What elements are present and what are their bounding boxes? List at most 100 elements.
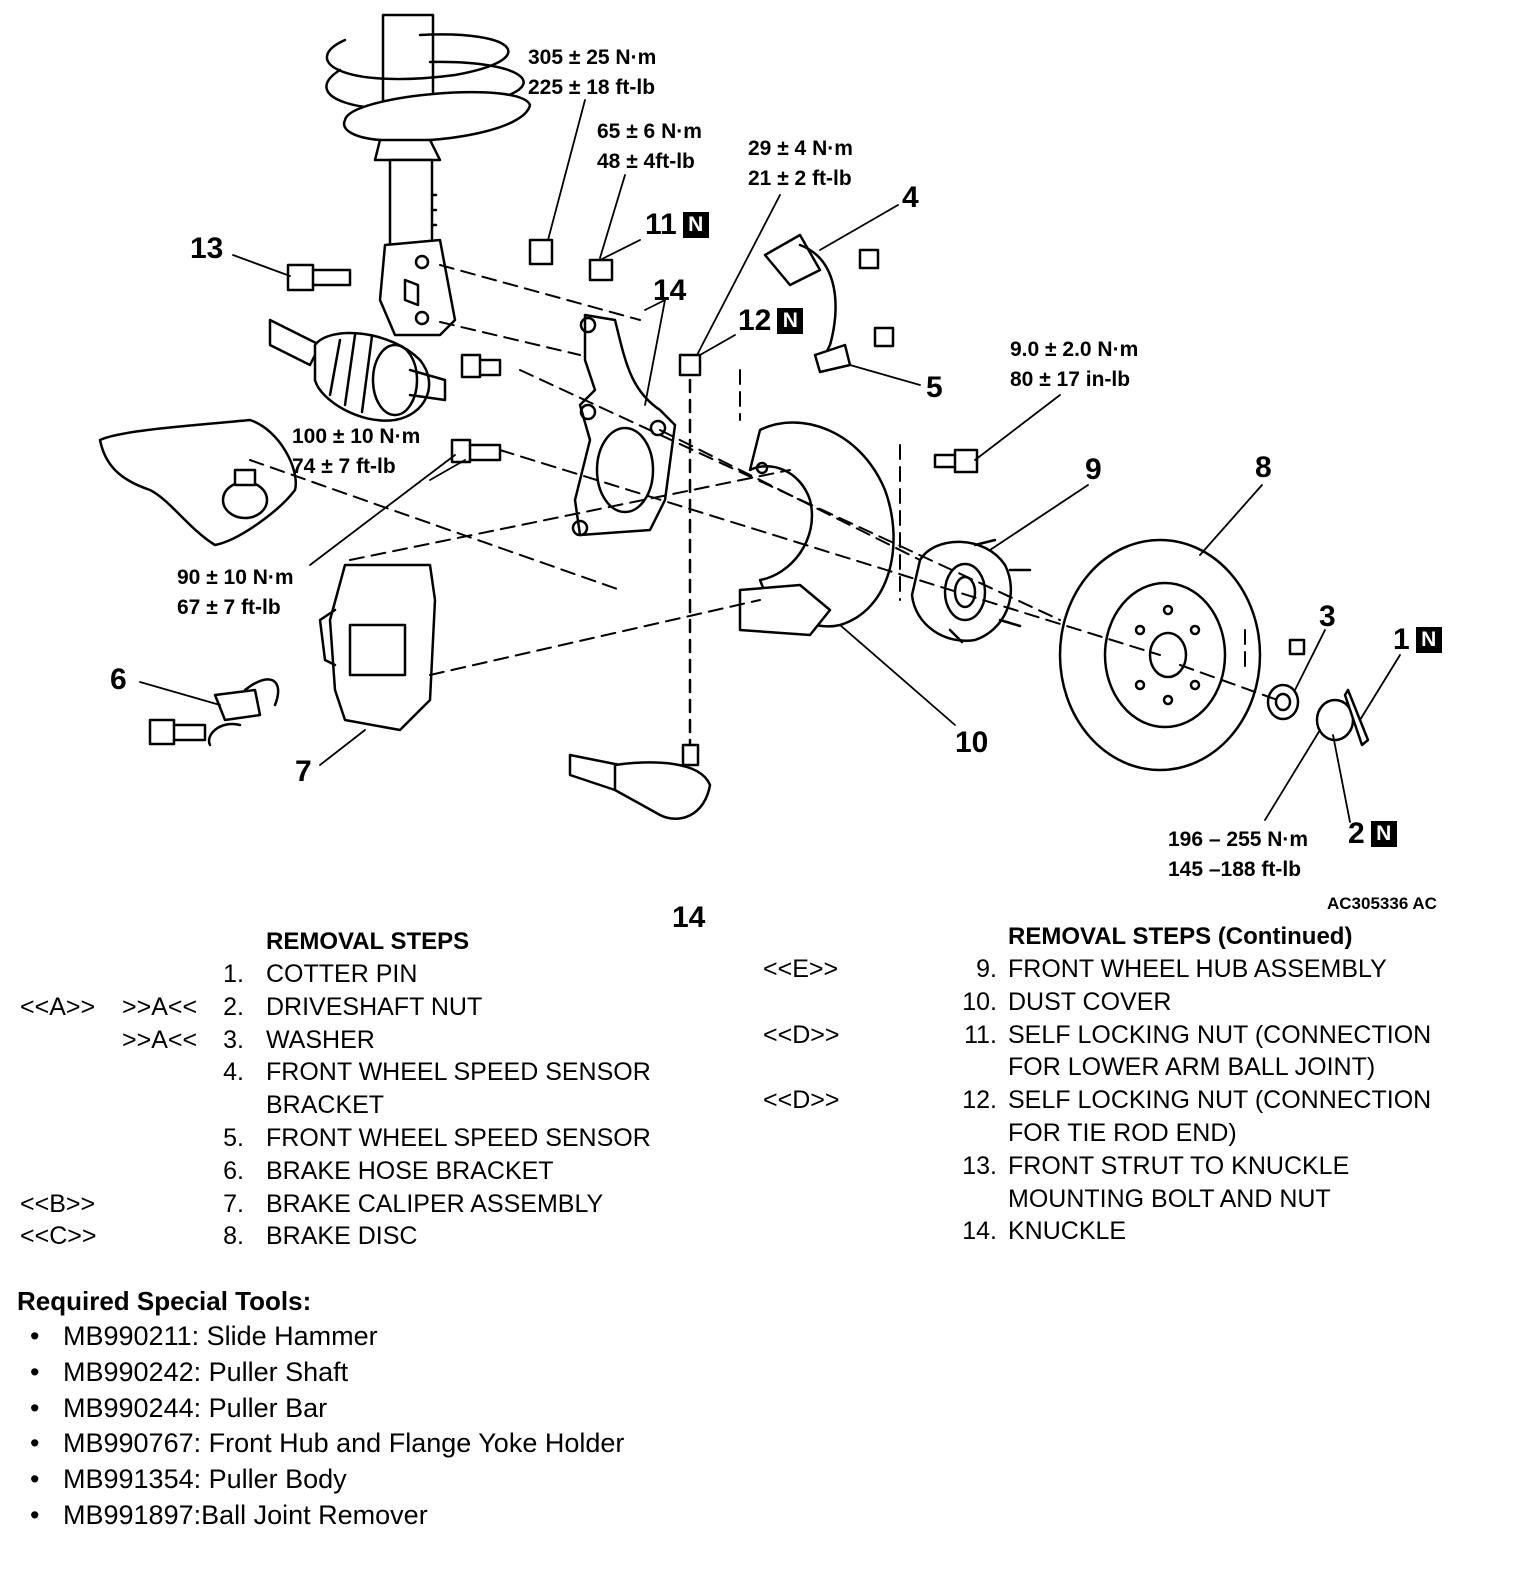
torque-imperial: 74 ± 7 ft-lb: [292, 455, 396, 478]
removal-step-row: 4.FRONT WHEEL SPEED SENSOR: [20, 1056, 720, 1089]
callout-3: 3: [1319, 602, 1336, 632]
torque-metric: 65 ± 6 N·m: [597, 120, 702, 143]
tool-label: MB990211: Slide Hammer: [63, 1321, 378, 1351]
step-install-code: >>A<<: [122, 992, 198, 1021]
step-number: 10.: [962, 987, 997, 1016]
step-text: FRONT STRUT TO KNUCKLE: [1008, 1151, 1350, 1180]
step-number: 3.: [223, 1025, 244, 1054]
removal-step-row: <<E>>9.FRONT WHEEL HUB ASSEMBLY: [763, 953, 1523, 986]
callout-10: 10: [955, 728, 988, 758]
step-text: DRIVESHAFT NUT: [266, 992, 483, 1021]
front-wheel-hub-assembly: [910, 538, 1032, 644]
tool-label: MB990244: Puller Bar: [63, 1392, 328, 1423]
callout-5: 5: [926, 373, 943, 403]
removal-step-row: <<B>>7.BRAKE CALIPER ASSEMBLY: [20, 1188, 720, 1221]
step-ref-code: <<E>>: [763, 955, 839, 983]
callout-14-top: 14: [653, 276, 686, 306]
callout-8-label: 8: [1255, 451, 1272, 484]
step-install-code: >>A<<: [122, 1025, 198, 1054]
step-ref-code: <<D>>: [763, 1086, 840, 1115]
torque-metric: 196 – 255 N·m: [1168, 828, 1309, 851]
removal-step-row: FOR TIE ROD END): [763, 1117, 1523, 1150]
torque-metric: 9.0 ± 2.0 N·m: [1010, 338, 1139, 361]
step-text: FRONT WHEEL SPEED SENSOR: [266, 1124, 651, 1152]
step-number: 14.: [962, 1217, 997, 1246]
knuckle: [571, 313, 677, 537]
torque-metric: 29 ± 4 N·m: [748, 137, 853, 160]
step-text: DUST COVER: [1008, 987, 1172, 1016]
special-tool-item: • MB991354: Puller Body: [30, 1464, 347, 1495]
step-number: 1.: [223, 960, 244, 988]
removal-step-row: 14.KNUCKLE: [763, 1215, 1523, 1248]
callout-14-bottom-label: 14: [672, 901, 706, 934]
callout-5-label: 5: [926, 371, 943, 404]
leader-lines: [139, 99, 1401, 823]
removal-step-row: 13.FRONT STRUT TO KNUCKLE: [763, 1150, 1523, 1183]
figure-id: AC305336 AC: [1327, 894, 1437, 913]
step-text: FOR LOWER ARM BALL JOINT): [1008, 1053, 1376, 1082]
special-tool-item: •MB991897:Ball Joint Remover: [30, 1500, 428, 1531]
alignment-lines: [249, 264, 1284, 703]
step-text: SELF LOCKING NUT (CONNECTION: [1008, 1086, 1432, 1115]
step-number: 5.: [223, 1124, 244, 1152]
driveshaft: [268, 318, 447, 422]
torque-spec-driveshaft-nut: 196 – 255 N·m 145 –188 ft-lb: [1168, 825, 1308, 885]
special-tool-item: • MB990211: Slide Hammer: [30, 1321, 378, 1352]
brake-hose-bracket: [207, 678, 280, 747]
torque-metric: 305 ± 25 N·m: [528, 46, 657, 69]
callout-6-label: 6: [110, 663, 127, 696]
step-number: 6.: [223, 1156, 244, 1185]
removal-step-row: <<D>> 12. SELF LOCKING NUT (CONNECTION: [763, 1084, 1523, 1117]
tool-label: MB990242: Puller Shaft: [63, 1356, 349, 1387]
removal-step-row: 10. DUST COVER: [763, 986, 1523, 1019]
callout-14-top-label: 14: [653, 274, 687, 307]
bullet-icon: •: [30, 1321, 40, 1351]
replace-part-badge: N: [1415, 627, 1442, 653]
bullet-icon: •: [30, 1464, 40, 1495]
callout-9: 9: [1085, 455, 1102, 485]
brake-caliper-assembly: [318, 563, 437, 732]
step-text: FOR TIE ROD END): [1008, 1119, 1237, 1147]
callout-14-bottom: 14: [672, 903, 705, 933]
removal-steps-title: REMOVAL STEPS: [266, 928, 470, 955]
torque-imperial: 145 –188 ft-lb: [1168, 858, 1302, 881]
dust-cover: [738, 421, 895, 637]
fasteners: [148, 233, 1370, 747]
step-ref-code: <<B>>: [20, 1189, 96, 1218]
callout-4-label: 4: [902, 181, 919, 214]
step-ref-code: <<C>>: [20, 1222, 97, 1251]
step-number: 8.: [223, 1222, 244, 1251]
removal-step-row: 6.BRAKE HOSE BRACKET: [20, 1155, 720, 1188]
torque-imperial: 67 ± 7 ft-lb: [177, 596, 281, 619]
step-number: 7.: [223, 1189, 244, 1218]
step-ref-code: <<A>>: [20, 992, 96, 1021]
special-tool-item: •MB990242: Puller Shaft: [30, 1357, 348, 1388]
step-number: 11.: [964, 1020, 997, 1049]
special-tools-title: Required Special Tools:: [17, 1286, 312, 1316]
removal-step-row: 5. FRONT WHEEL SPEED SENSOR: [20, 1122, 720, 1155]
replace-part-badge: N: [1370, 821, 1397, 847]
tool-label: MB991354: Puller Body: [63, 1464, 347, 1495]
step-text: FRONT WHEEL SPEED SENSOR: [266, 1058, 651, 1087]
removal-step-row: <<C>>8.BRAKE DISC: [20, 1220, 720, 1253]
torque-spec-sensor-bolt: 9.0 ± 2.0 N·m 80 ± 17 in-lb: [1010, 335, 1138, 395]
callout-7: 7: [295, 757, 312, 787]
callout-13-label: 13: [190, 232, 224, 265]
torque-spec-strut-nut: 305 ± 25 N·m 225 ± 18 ft-lb: [528, 43, 656, 103]
bullet-icon: •: [30, 1428, 40, 1459]
step-number: 12.: [962, 1086, 997, 1115]
removal-step-row: 1.COTTER PIN: [20, 958, 720, 991]
removal-step-row: FOR LOWER ARM BALL JOINT): [763, 1051, 1523, 1084]
front-strut: [325, 13, 532, 337]
exploded-assembly-diagram: [98, 13, 1401, 823]
callout-13: 13: [190, 234, 223, 264]
step-text: FRONT WHEEL HUB ASSEMBLY: [1008, 955, 1387, 983]
replace-part-badge: N: [682, 212, 709, 238]
step-ref-code: <<D>>: [763, 1020, 840, 1049]
torque-metric: 90 ± 10 N·m: [177, 566, 294, 589]
torque-spec-hub-bolt: 100 ± 10 N·m 74 ± 7 ft-lb: [292, 422, 420, 482]
